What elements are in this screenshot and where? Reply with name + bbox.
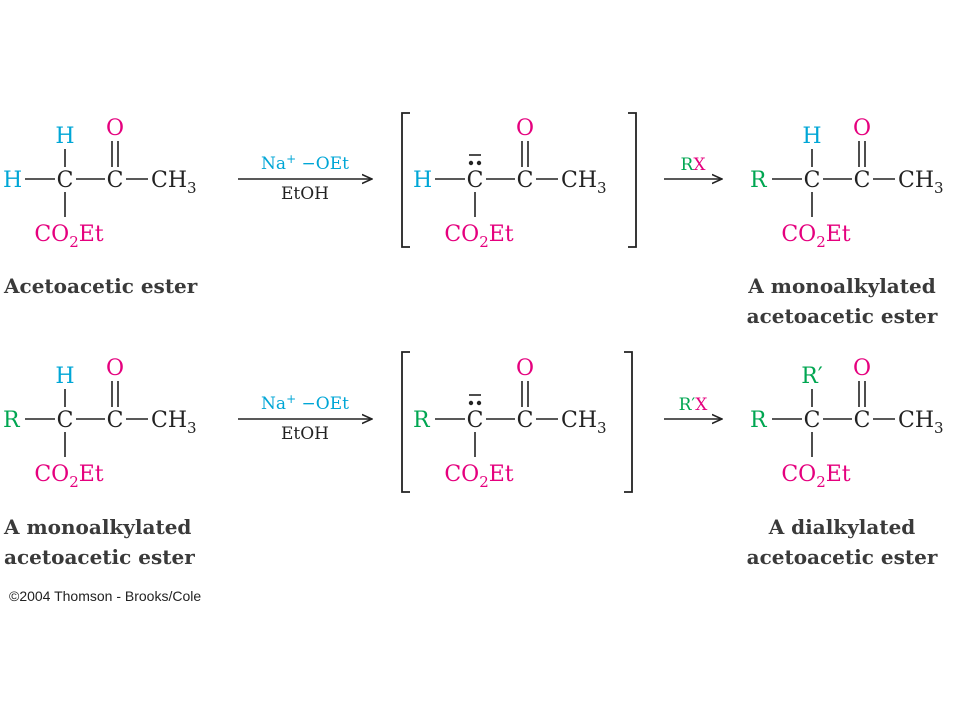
- substituent-label: R: [750, 168, 768, 193]
- methyl-group: CH3: [151, 168, 197, 197]
- lone-pair-dot: [468, 160, 474, 166]
- lone-pair-dot: [476, 400, 482, 406]
- right-bracket: [628, 112, 637, 248]
- top-substituent-label: H: [802, 124, 821, 149]
- methyl-group: CH3: [898, 168, 944, 197]
- solvent-label: EtOH: [281, 424, 329, 444]
- caption-line: A monoalkylated: [748, 274, 936, 298]
- lone-pair-dot: [476, 160, 482, 166]
- methyl-group: CH3: [561, 168, 607, 197]
- substituent-label: H: [3, 168, 22, 193]
- alpha-carbon-label: C: [804, 168, 821, 193]
- carbonyl-oxygen-label: O: [516, 356, 534, 381]
- alpha-carbon-label: C: [57, 408, 74, 433]
- caption-dialkylated-product: A dialkylated acetoacetic ester: [732, 512, 952, 572]
- carbonyl-oxygen-label: O: [853, 356, 871, 381]
- caption-line: Acetoacetic ester: [4, 274, 198, 298]
- top-substituent-label: H: [55, 364, 74, 389]
- methyl-group: CH3: [151, 408, 197, 437]
- top-substituent-label: H: [55, 124, 74, 149]
- alpha-carbon-label: C: [57, 168, 74, 193]
- substituent-label: R: [413, 408, 431, 433]
- alkyl-halide-label: R′X: [679, 395, 709, 415]
- caption-line: A dialkylated: [768, 515, 916, 539]
- caption-line: acetoacetic ester: [746, 304, 938, 328]
- caption-acetoacetic-ester: Acetoacetic ester: [4, 271, 197, 301]
- methyl-group: CH3: [898, 408, 944, 437]
- alpha-carbon-label: C: [467, 408, 484, 433]
- solvent-label: EtOH: [281, 184, 329, 204]
- ester-group-label: CO2Et: [444, 222, 513, 251]
- caption-line: A monoalkylated: [4, 515, 192, 539]
- left-bracket: [401, 112, 410, 248]
- alpha-carbon-label: C: [804, 408, 821, 433]
- carbonyl-oxygen-label: O: [853, 116, 871, 141]
- carbonyl-carbon-label: C: [854, 168, 871, 193]
- carbonyl-carbon-label: C: [517, 408, 534, 433]
- methyl-group: CH3: [561, 408, 607, 437]
- right-bracket: [624, 351, 633, 493]
- ester-group-label: CO2Et: [781, 462, 850, 491]
- caption-monoalkylated-reactant: A monoalkylated acetoacetic ester: [4, 512, 195, 572]
- top-substituent-label: R′: [801, 364, 823, 389]
- carbonyl-oxygen-label: O: [106, 116, 124, 141]
- left-bracket: [401, 351, 410, 493]
- substituent-label: R: [750, 408, 768, 433]
- alpha-carbon-label: C: [467, 168, 484, 193]
- caption-line: acetoacetic ester: [4, 545, 195, 569]
- carbonyl-carbon-label: C: [517, 168, 534, 193]
- base-reagent-label: Na+ −OEt: [261, 392, 349, 414]
- carbonyl-carbon-label: C: [854, 408, 871, 433]
- caption-line: acetoacetic ester: [746, 545, 938, 569]
- ester-group-label: CO2Et: [34, 222, 103, 251]
- ester-group-label: CO2Et: [444, 462, 513, 491]
- substituent-label: H: [413, 168, 432, 193]
- ester-group-label: CO2Et: [34, 462, 103, 491]
- alkyl-halide-label: RX: [681, 155, 707, 175]
- substituent-label: R: [3, 408, 21, 433]
- lone-pair-dot: [468, 400, 474, 406]
- carbonyl-carbon-label: C: [107, 168, 124, 193]
- carbonyl-oxygen-label: O: [516, 116, 534, 141]
- caption-monoalkylated-product: A monoalkylated acetoacetic ester: [732, 271, 952, 331]
- carbonyl-carbon-label: C: [107, 408, 124, 433]
- ester-group-label: CO2Et: [781, 222, 850, 251]
- carbonyl-oxygen-label: O: [106, 356, 124, 381]
- copyright-notice: ©2004 Thomson - Brooks/Cole: [9, 588, 202, 604]
- base-reagent-label: Na+ −OEt: [261, 152, 349, 174]
